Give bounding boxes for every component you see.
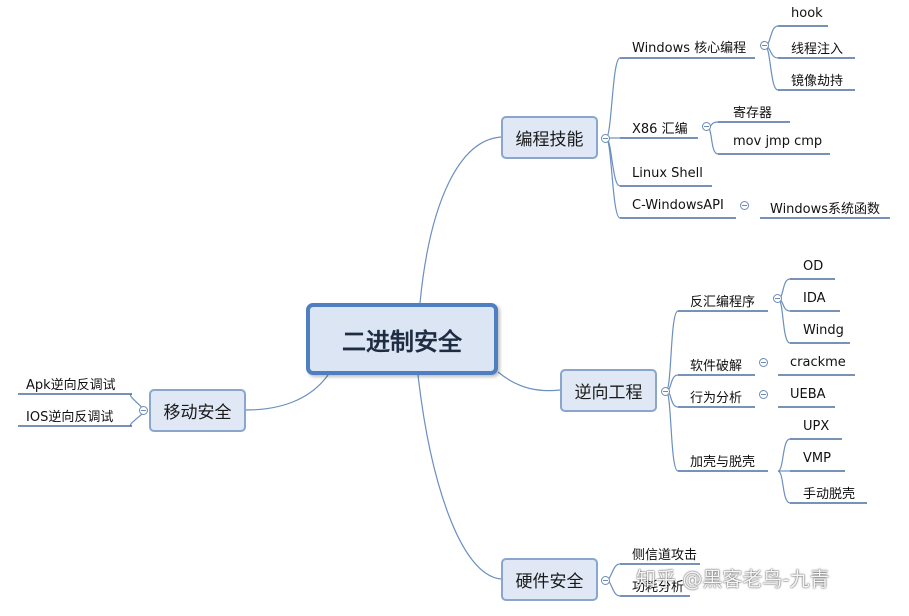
connector-reverse-0 [665, 310, 679, 392]
connector-programming-0 [605, 57, 621, 139]
collapse-toggle-windows-core[interactable] [760, 41, 769, 50]
leaf-windows-system-functions[interactable]: Windows系统函数 [770, 202, 881, 217]
leaf-power-analysis[interactable]: 功耗分析 [632, 580, 685, 595]
collapse-toggle-disassembler[interactable] [773, 294, 782, 303]
collapse-toggle-reverse[interactable] [661, 387, 670, 396]
collapse-toggle-hardware[interactable] [601, 576, 610, 585]
leaf-vmp[interactable]: VMP [803, 451, 831, 466]
leaf-od[interactable]: OD [803, 259, 824, 274]
leaf-ueba[interactable]: UEBA [790, 387, 826, 402]
node-mobile-security[interactable]: 移动安全 [149, 389, 246, 432]
node-reverse-engineering[interactable]: 逆向工程 [560, 369, 657, 412]
leaf-thread-injection[interactable]: 线程注入 [791, 42, 844, 57]
connector-packing-0 [777, 438, 791, 472]
topic-packing-unpacking[interactable]: 加壳与脱壳 [690, 455, 756, 470]
leaf-ida[interactable]: IDA [803, 291, 826, 306]
node-reverse-engineering-label: 逆向工程 [574, 383, 643, 403]
leaf-mov-jmp-cmp[interactable]: mov jmp cmp [733, 134, 823, 149]
leaf-image-hijack[interactable]: 镜像劫持 [791, 74, 844, 89]
collapse-toggle-behavior[interactable] [759, 390, 768, 399]
leaf-upx[interactable]: UPX [803, 419, 830, 434]
collapse-toggle-programming[interactable] [601, 134, 610, 143]
leaf-side-channel-attack[interactable]: 侧信道攻击 [632, 548, 698, 563]
connector-root-programming [419, 136, 502, 304]
leaf-apk-anti-debug[interactable]: Apk逆向反调试 [26, 378, 116, 393]
leaf-crackme[interactable]: crackme [790, 355, 846, 370]
node-hardware-security[interactable]: 硬件安全 [501, 558, 598, 601]
connector-x86-1 [706, 126, 719, 155]
connector-packing-2 [777, 470, 791, 504]
watermark: 知乎 @黑客老鸟-九青 [636, 567, 830, 591]
topic-linux-shell[interactable]: Linux Shell [632, 166, 703, 181]
connector-root-hardware [417, 374, 502, 580]
topic-windows-core[interactable]: Windows 核心编程 [632, 41, 747, 56]
leaf-ios-anti-debug[interactable]: IOS逆向反调试 [26, 410, 114, 425]
collapse-toggle-cracking[interactable] [759, 358, 768, 367]
node-programming-skills-label: 编程技能 [515, 130, 584, 150]
topic-x86-assembly[interactable]: X86 汇编 [632, 122, 688, 137]
leaf-hook[interactable]: hook [791, 6, 823, 21]
connector-root-reverse [497, 371, 561, 392]
topic-software-cracking[interactable]: 软件破解 [690, 359, 743, 374]
collapse-toggle-x86[interactable] [702, 122, 711, 131]
node-hardware-security-label: 硬件安全 [515, 572, 584, 592]
node-mobile-security-label: 移动安全 [163, 403, 232, 423]
root-label: 二进制安全 [342, 327, 462, 356]
topic-disassembler[interactable]: 反汇编程序 [690, 295, 756, 310]
connector-reverse-3 [665, 390, 679, 472]
topic-behavior-analysis[interactable]: 行为分析 [690, 391, 743, 406]
leaf-windg[interactable]: Windg [803, 323, 844, 338]
collapse-toggle-c-winapi[interactable] [740, 201, 749, 210]
collapse-toggle-mobile[interactable] [139, 406, 148, 415]
root-node[interactable]: 二进制安全 [306, 303, 498, 375]
connector-root-mobile [245, 374, 329, 411]
leaf-manual-unpacking[interactable]: 手动脱壳 [803, 487, 856, 502]
connector-programming-3 [605, 137, 621, 219]
topic-c-windowsapi[interactable]: C-WindowsAPI [632, 198, 724, 213]
node-programming-skills[interactable]: 编程技能 [501, 116, 598, 159]
leaf-registers[interactable]: 寄存器 [733, 106, 773, 121]
